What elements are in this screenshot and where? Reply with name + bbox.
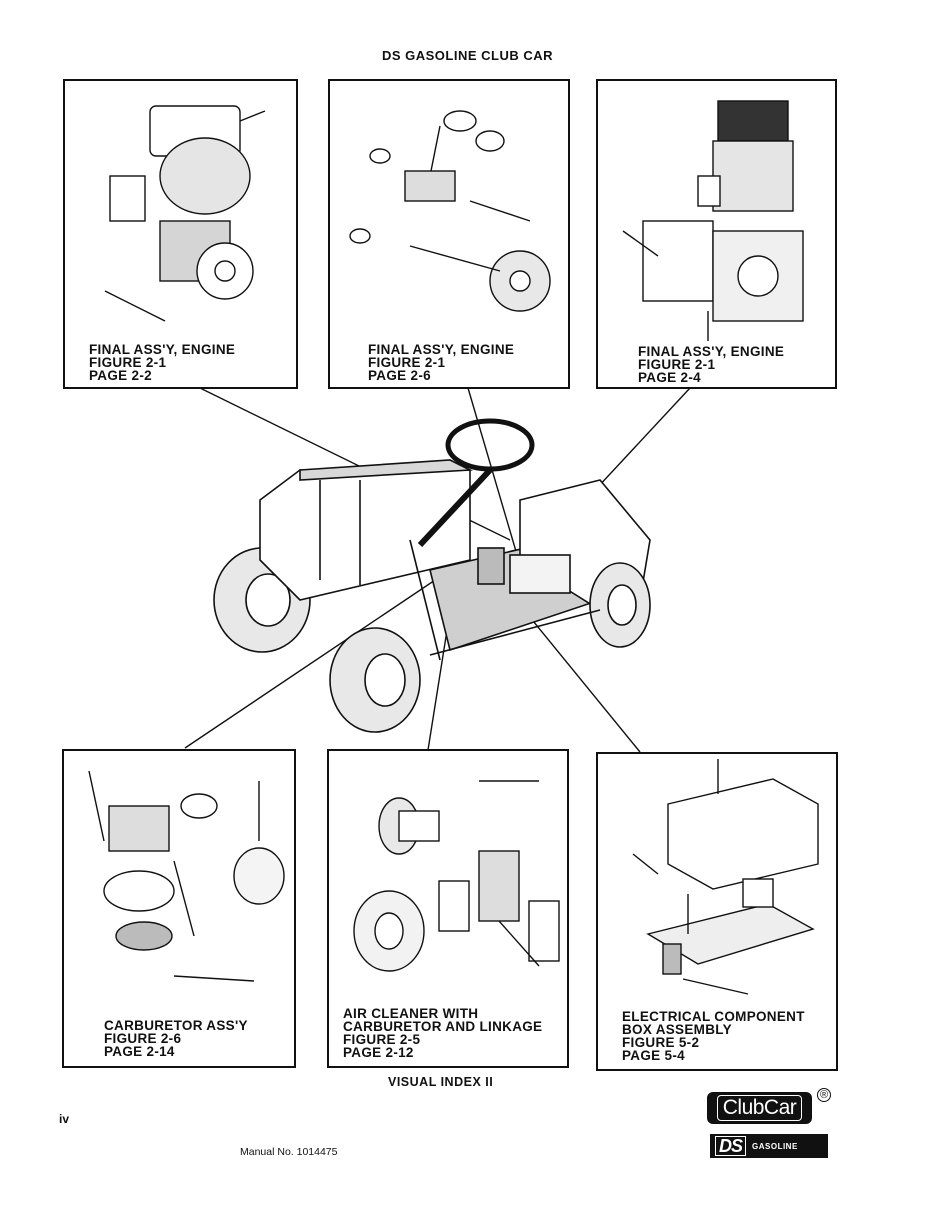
panel-caption: CARBURETOR ASS'Y FIGURE 2-6 PAGE 2-14 [104,1018,248,1059]
ds-logo-text: DS [715,1136,747,1156]
crankshaft-exploded-view-illustration [349,110,551,312]
engine-exploded-view-illustration [104,105,266,322]
leader-line-2 [467,387,521,566]
page-number: iv [59,1112,70,1126]
panel-final-assy-engine-page-2-4[interactable]: FINAL ASS'Y, ENGINE FIGURE 2-1 PAGE 2-4 [596,79,837,389]
leader-line-6 [519,604,641,753]
clubcar-logo-text: ClubCar [716,1095,803,1121]
cart-body [213,418,651,733]
panel-final-assy-engine-page-2-6[interactable]: FINAL ASS'Y, ENGINE FIGURE 2-1 PAGE 2-6 [328,79,570,389]
panel-caption: AIR CLEANER WITH CARBURETOR AND LINKAGE … [343,1006,543,1060]
panel-electrical-component-box[interactable]: ELECTRICAL COMPONENT BOX ASSEMBLY FIGURE… [596,752,838,1071]
panel-carburetor-assy[interactable]: CARBURETOR ASS'Y FIGURE 2-6 PAGE 2-14 [62,749,296,1068]
leader-line-4 [184,569,451,749]
air-cleaner-exploded-view-illustration [353,780,560,972]
carburetor-exploded-view-illustration [88,770,285,982]
panel-caption: ELECTRICAL COMPONENT BOX ASSEMBLY FIGURE… [622,1009,805,1063]
gasoline-logo-text: GASOLINE [752,1141,798,1151]
cylinder-exploded-view-illustration [622,100,804,341]
panel-caption: FINAL ASS'Y, ENGINE FIGURE 2-1 PAGE 2-4 [638,344,785,385]
panel-air-cleaner-carburetor-linkage[interactable]: AIR CLEANER WITH CARBURETOR AND LINKAGE … [327,749,569,1068]
panel-caption: FINAL ASS'Y, ENGINE FIGURE 2-1 PAGE 2-2 [89,342,236,383]
clubcar-logo: ClubCar [707,1092,812,1124]
page-title: DS GASOLINE CLUB CAR [381,48,554,63]
panel-caption: FINAL ASS'Y, ENGINE FIGURE 2-1 PAGE 2-6 [368,342,515,383]
manual-number: Manual No. 1014475 [240,1146,338,1158]
registered-mark: ® [817,1088,831,1102]
ds-gasoline-logo: DS GASOLINE [710,1134,828,1158]
visual-index-label: VISUAL INDEX II [388,1075,494,1089]
electrical-box-exploded-view-illustration [632,759,819,995]
panel-final-assy-engine-page-2-2[interactable]: FINAL ASS'Y, ENGINE FIGURE 2-1 PAGE 2-2 [63,79,298,389]
